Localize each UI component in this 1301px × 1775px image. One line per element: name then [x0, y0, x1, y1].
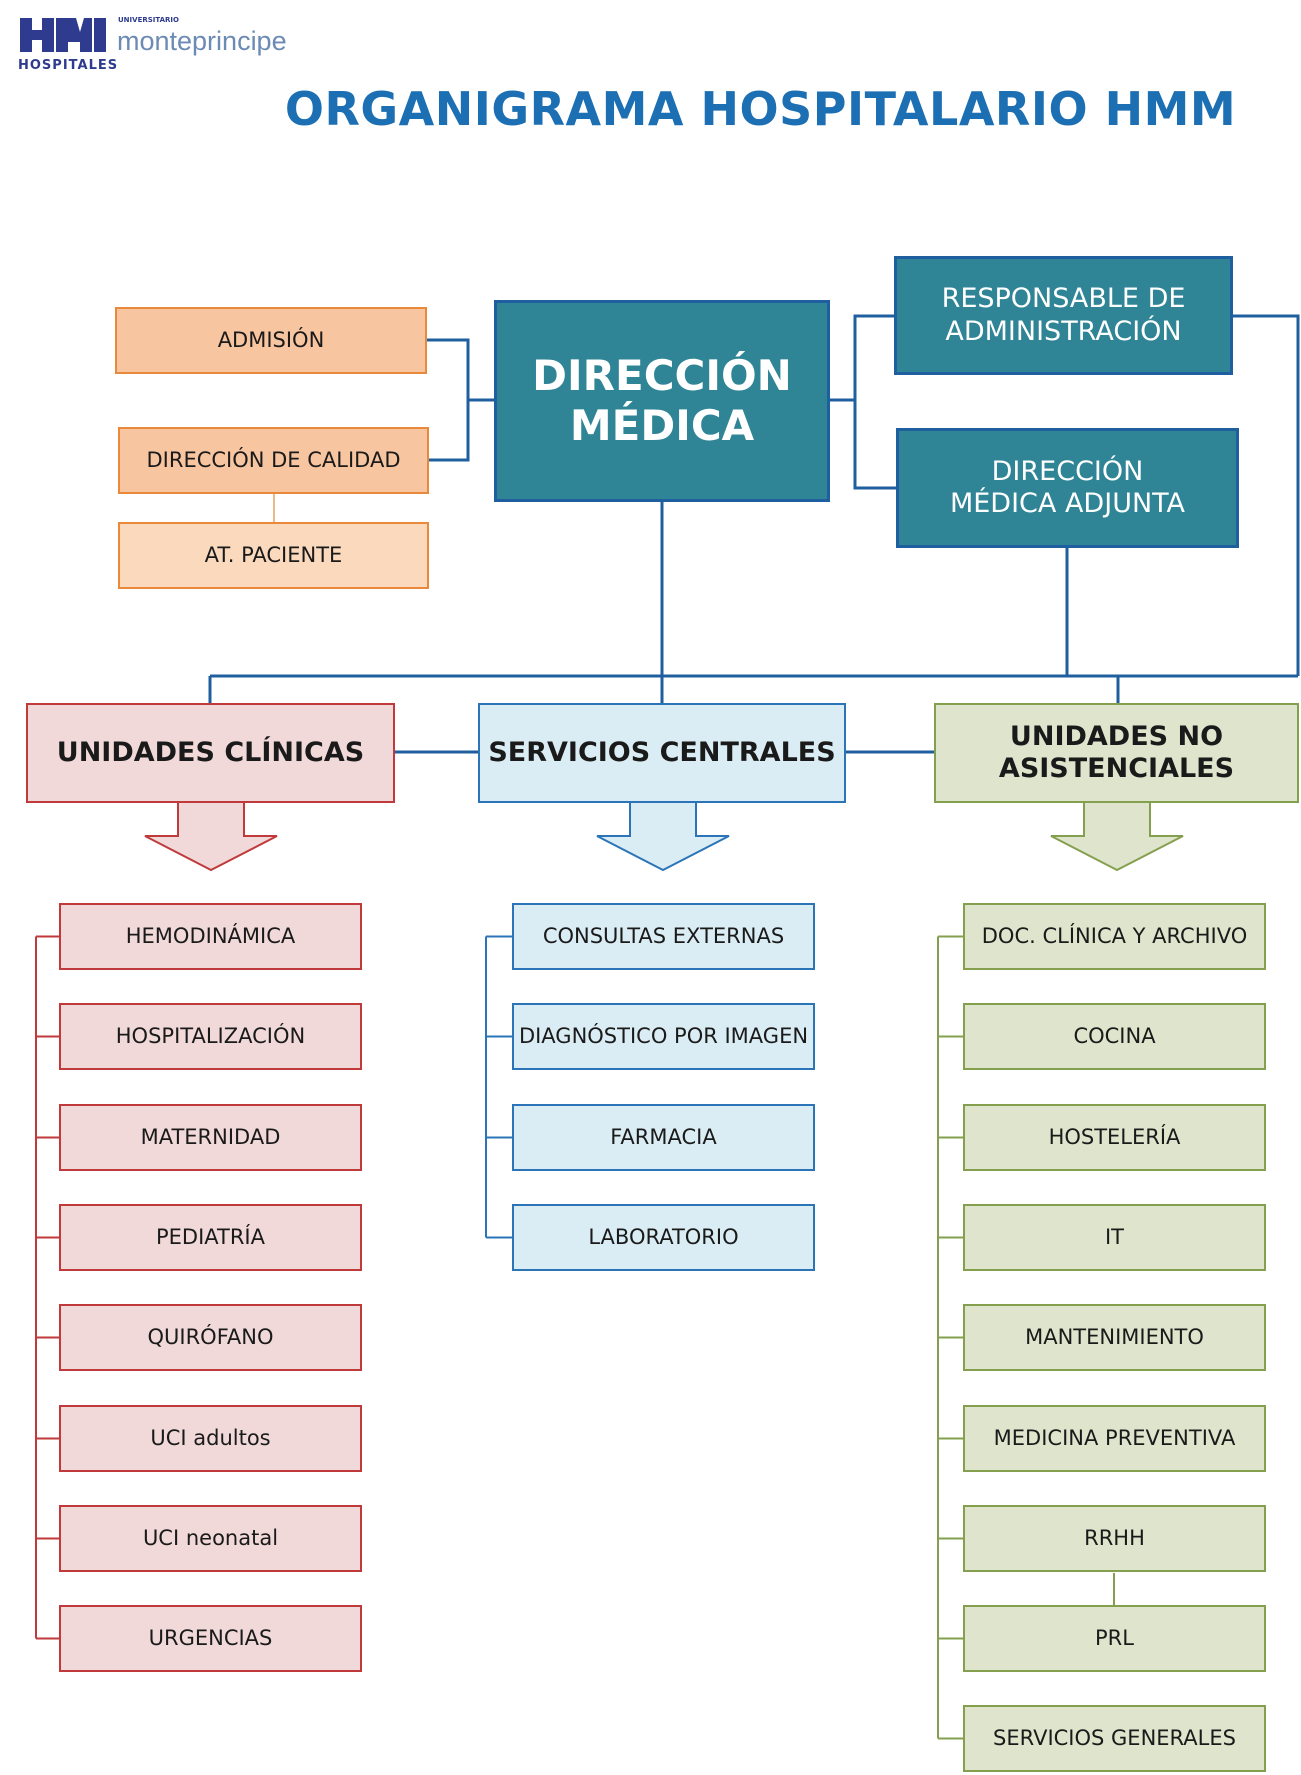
list-item: MANTENIMIENTO	[963, 1304, 1266, 1371]
node-responsable-administracion: RESPONSABLE DE ADMINISTRACIÓN	[894, 256, 1233, 375]
list-item: HOSTELERÍA	[963, 1104, 1266, 1171]
list-item-label: MANTENIMIENTO	[1025, 1324, 1204, 1349]
list-item-label: FARMACIA	[610, 1124, 717, 1149]
node-direccion-medica-adjunta: DIRECCIÓN MÉDICA ADJUNTA	[896, 428, 1239, 548]
list-item-label: HOSPITALIZACIÓN	[115, 1023, 306, 1048]
list-item: URGENCIAS	[59, 1605, 362, 1672]
connector-right	[830, 314, 894, 402]
node-at-paciente: AT. PACIENTE	[118, 522, 429, 589]
list-item-label: SERVICIOS GENERALES	[993, 1725, 1236, 1750]
list-item-label: HEMODINÁMICA	[125, 923, 296, 948]
node-label: ADMISIÓN	[217, 327, 325, 352]
list-item: UCI adultos	[59, 1405, 362, 1472]
list-item-label: CONSULTAS EXTERNAS	[542, 923, 785, 948]
header-unidades-clinicas: UNIDADES CLÍNICAS	[26, 703, 395, 803]
list-item-label: MEDICINA PREVENTIVA	[993, 1425, 1236, 1450]
list-item: IT	[963, 1204, 1266, 1271]
connector-admision	[427, 338, 494, 402]
bracket-centrales	[485, 935, 512, 1239]
connector-admin-right	[1233, 314, 1300, 676]
list-item: QUIRÓFANO	[59, 1304, 362, 1371]
hospital-logo: HOSPITALES UNIVERSITARIO monteprincipe	[18, 14, 298, 80]
list-item: MATERNIDAD	[59, 1104, 362, 1171]
list-item-label: COCINA	[1073, 1023, 1156, 1048]
list-item: DIAGNÓSTICO POR IMAGEN	[512, 1003, 815, 1070]
list-item-label: DOC. CLÍNICA Y ARCHIVO	[981, 923, 1248, 948]
header-servicios-centrales: SERVICIOS CENTRALES	[478, 703, 846, 803]
arrow-clinicas-shape	[144, 801, 278, 872]
list-item: FARMACIA	[512, 1104, 815, 1171]
list-item-label: QUIRÓFANO	[147, 1324, 274, 1349]
list-item-label: HOSTELERÍA	[1048, 1124, 1181, 1149]
list-item: PEDIATRÍA	[59, 1204, 362, 1271]
hm-logo-icon	[20, 18, 106, 52]
list-item: DOC. CLÍNICA Y ARCHIVO	[963, 903, 1266, 970]
list-item-label: UCI neonatal	[142, 1525, 279, 1550]
node-label: DIRECCIÓN MÉDICA	[532, 351, 792, 450]
page-title: ORGANIGRAMA HOSPITALARIO HMM	[284, 82, 1237, 136]
list-item-label: IT	[1104, 1224, 1125, 1249]
list-item-label: URGENCIAS	[148, 1625, 273, 1650]
list-item-label: RRHH	[1084, 1525, 1145, 1550]
list-item: CONSULTAS EXTERNAS	[512, 903, 815, 970]
header-unidades-no-asistenciales: UNIDADES NO ASISTENCIALES	[934, 703, 1299, 803]
list-item: LABORATORIO	[512, 1204, 815, 1271]
bracket-clinicas	[35, 935, 59, 1640]
list-item: RRHH	[963, 1505, 1266, 1572]
header-label: UNIDADES NO ASISTENCIALES	[998, 720, 1235, 784]
list-item: MEDICINA PREVENTIVA	[963, 1405, 1266, 1472]
node-direccion-medica: DIRECCIÓN MÉDICA	[494, 300, 830, 502]
arrow-no-asistenciales-shape	[1050, 801, 1184, 872]
header-label: UNIDADES CLÍNICAS	[56, 736, 365, 768]
list-item: HOSPITALIZACIÓN	[59, 1003, 362, 1070]
list-item-label: MATERNIDAD	[140, 1124, 281, 1149]
node-admision: ADMISIÓN	[115, 307, 427, 374]
list-item-label: PEDIATRÍA	[155, 1224, 265, 1249]
node-label: AT. PACIENTE	[204, 542, 343, 567]
list-item-label: UCI adultos	[150, 1425, 271, 1450]
node-label: DIRECCIÓN MÉDICA ADJUNTA	[949, 455, 1186, 519]
list-item: SERVICIOS GENERALES	[963, 1705, 1266, 1772]
arrow-centrales-shape	[596, 801, 730, 872]
list-item-label: DIAGNÓSTICO POR IMAGEN	[518, 1023, 809, 1048]
node-label: RESPONSABLE DE ADMINISTRACIÓN	[941, 283, 1186, 347]
list-item: COCINA	[963, 1003, 1266, 1070]
list-item-label: PRL	[1095, 1625, 1134, 1650]
node-direccion-calidad: DIRECCIÓN DE CALIDAD	[118, 427, 429, 494]
bracket-no-asistenciales	[937, 935, 963, 1740]
connector-calidad	[429, 400, 470, 462]
list-item-label: LABORATORIO	[588, 1224, 739, 1249]
logo-top-text: UNIVERSITARIO	[118, 16, 179, 24]
header-label: SERVICIOS CENTRALES	[488, 736, 836, 768]
node-label: DIRECCIÓN DE CALIDAD	[146, 447, 401, 472]
logo-sub: HOSPITALES	[18, 58, 119, 73]
list-item: UCI neonatal	[59, 1505, 362, 1572]
logo-brand: monteprincipe	[117, 26, 287, 56]
list-item: PRL	[963, 1605, 1266, 1672]
connector-adjunta	[853, 400, 896, 490]
list-item: HEMODINÁMICA	[59, 903, 362, 970]
